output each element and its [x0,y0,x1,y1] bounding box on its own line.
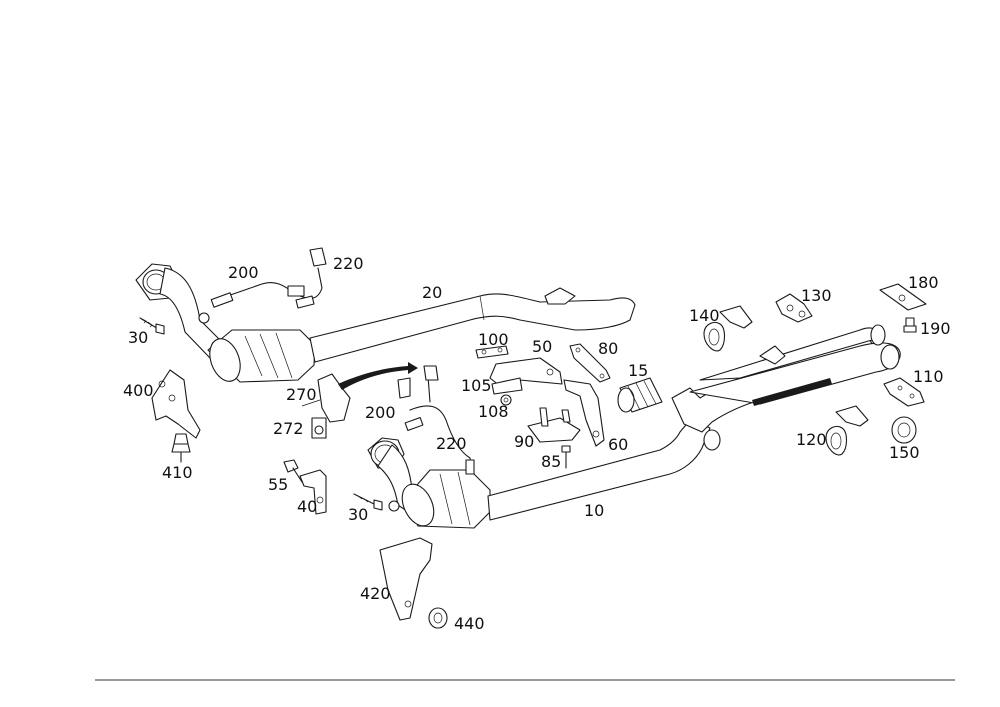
label-part-50: 50 [532,337,552,356]
oxygen-sensor-upper [210,247,327,309]
label-part-220-lower: 220 [436,434,467,453]
bolt-30-lower [353,493,383,511]
oxygen-sensor-lower [397,365,475,475]
label-part-10: 10 [584,501,604,520]
label-part-120: 120 [796,430,827,449]
bracket-40 [299,469,327,515]
grommet-150 [891,416,917,444]
label-part-400: 400 [123,381,154,400]
label-part-200-upper: 200 [228,263,259,282]
label-part-105: 105 [461,376,492,395]
label-part-180: 180 [908,273,939,292]
label-part-270: 270 [286,385,317,404]
bracket-400 [151,369,201,439]
label-part-85: 85 [541,452,561,471]
label-part-40: 40 [297,497,317,516]
bracket-80 [569,343,611,383]
plate-180 [879,283,927,311]
label-part-220-upper: 220 [333,254,364,273]
washer-440 [428,607,448,629]
bolt-55 [283,459,303,483]
bracket-420 [379,537,433,621]
label-part-80: 80 [598,339,618,358]
label-part-60: 60 [608,435,628,454]
bolt-85 [561,445,571,469]
lower-exhaust-pipe [367,324,901,529]
bracket-50 [489,357,563,387]
label-part-410: 410 [162,463,193,482]
label-part-90: 90 [514,432,534,451]
label-part-15: 15 [628,361,648,380]
label-part-140: 140 [689,306,720,325]
label-part-272: 272 [273,419,304,438]
sensor-270 [301,373,351,439]
label-part-100: 100 [478,330,509,349]
label-part-130: 130 [801,286,832,305]
label-part-30-lower: 30 [348,505,368,524]
label-part-30-upper: 30 [128,328,148,347]
clamp-sleeve-15 [617,377,663,413]
stud-410 [171,433,191,463]
label-part-55: 55 [268,475,288,494]
label-part-440: 440 [454,614,485,633]
bolt-30-upper [139,317,165,335]
bracket-110 [883,377,925,407]
label-part-190: 190 [920,319,951,338]
nut-108 [500,394,512,406]
label-part-20: 20 [422,283,442,302]
assembly-arrow [338,362,418,390]
bracket-60 [563,379,605,447]
rubber-hanger-140 [703,305,753,352]
upper-exhaust-pipe [135,263,636,383]
bracket-90 [527,407,581,443]
label-part-108: 108 [478,402,509,421]
label-part-200-lower: 200 [365,403,396,422]
label-part-420: 420 [360,584,391,603]
bracket-100 [475,345,509,359]
label-part-150: 150 [889,443,920,462]
bracket-130 [775,293,813,323]
rubber-hanger-120 [825,405,869,456]
bolt-190 [903,317,917,333]
bracket-105 [491,377,523,395]
label-part-110: 110 [913,367,944,386]
